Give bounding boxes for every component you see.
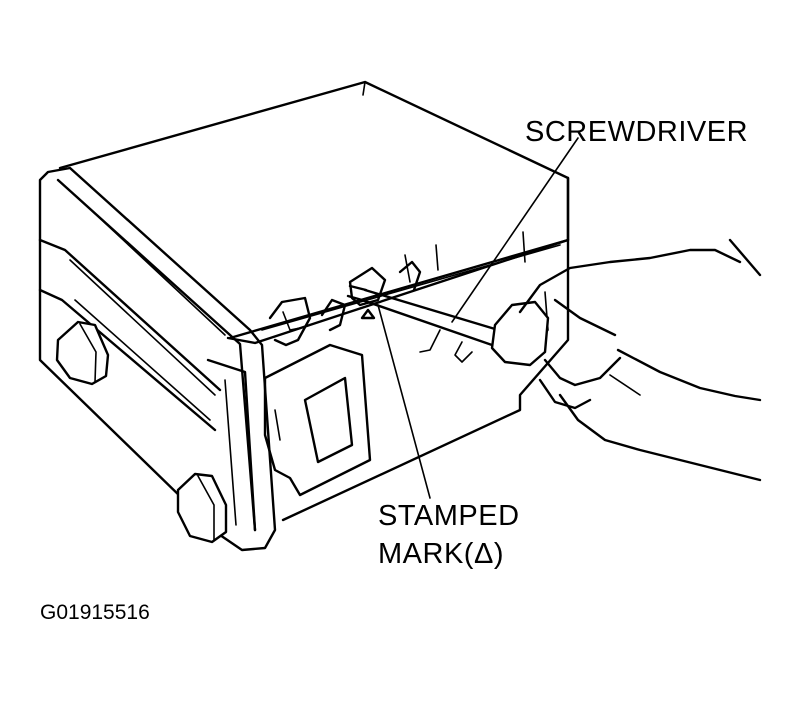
unit-top-face bbox=[58, 80, 570, 345]
front-panel bbox=[38, 166, 277, 552]
knobs bbox=[55, 320, 228, 544]
leader-lines bbox=[377, 137, 579, 499]
stamped-triangle-mark bbox=[360, 308, 376, 320]
screwdriver bbox=[346, 284, 550, 367]
figure-id: G01915516 bbox=[40, 601, 150, 624]
screwdriver-label: SCREWDRIVER bbox=[525, 116, 749, 148]
side-bracket bbox=[263, 343, 372, 497]
stamped-mark-label-line1: STAMPED bbox=[378, 500, 520, 532]
hand bbox=[518, 238, 762, 482]
stamped-mark-label-line2: MARK(Δ) bbox=[378, 538, 504, 570]
